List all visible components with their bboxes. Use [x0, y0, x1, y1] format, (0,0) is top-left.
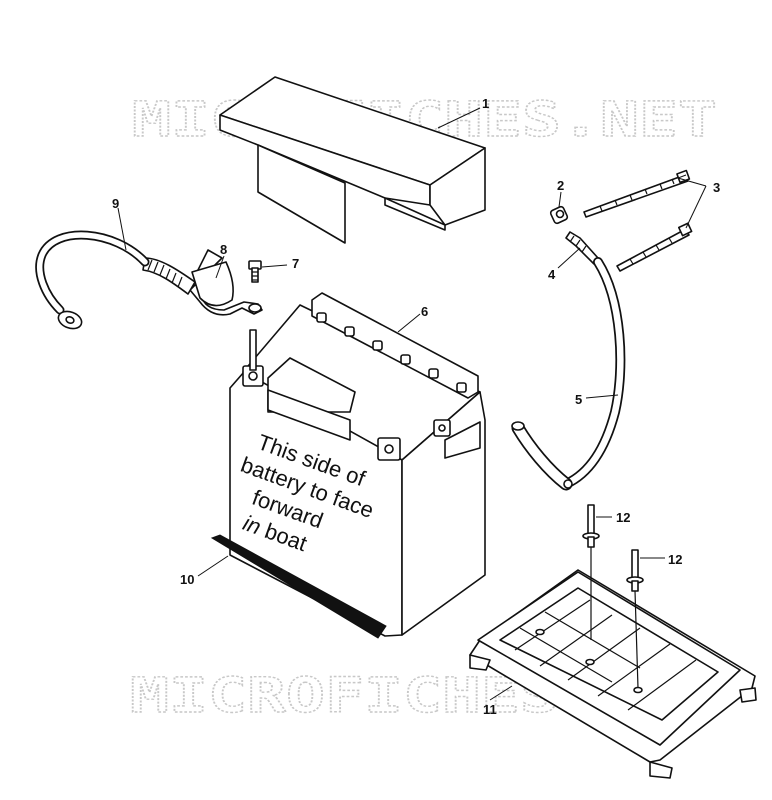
callout-10: 10 — [180, 572, 194, 587]
leader-lines — [117, 107, 707, 701]
battery-terminal-negative — [242, 329, 264, 387]
battery-cable — [35, 230, 150, 330]
callout-4: 4 — [548, 267, 556, 282]
callout-11: 11 — [483, 702, 497, 717]
battery-tray — [469, 569, 757, 779]
hold-down-pin-2 — [626, 549, 644, 689]
hold-down-pin-1 — [582, 504, 600, 640]
watermark-top: MICROFICHES.NET — [132, 92, 717, 148]
terminal-boot — [142, 249, 263, 316]
callout-6: 6 — [421, 304, 428, 319]
vent-fitting — [549, 205, 569, 225]
callout-1: 1 — [482, 96, 489, 111]
callout-7: 7 — [292, 256, 299, 271]
battery-cell-caps — [316, 312, 467, 393]
battery-orientation-label: This side of battery to face forward in … — [238, 429, 378, 556]
terminal-bolt — [248, 260, 262, 283]
callout-3: 3 — [713, 180, 720, 195]
callout-9: 9 — [112, 196, 119, 211]
vent-nipple — [565, 231, 599, 265]
tie-straps — [583, 169, 693, 272]
callout-2: 2 — [557, 178, 564, 193]
callout-12b: 12 — [668, 552, 682, 567]
battery-terminal-positive — [377, 419, 451, 461]
foam-pad — [210, 534, 387, 639]
vent-hose — [511, 257, 626, 491]
battery-cover — [219, 76, 486, 244]
callout-8: 8 — [220, 242, 227, 257]
callout-12a: 12 — [616, 510, 630, 525]
battery: This side of battery to face forward in … — [229, 292, 486, 637]
callout-5: 5 — [575, 392, 582, 407]
